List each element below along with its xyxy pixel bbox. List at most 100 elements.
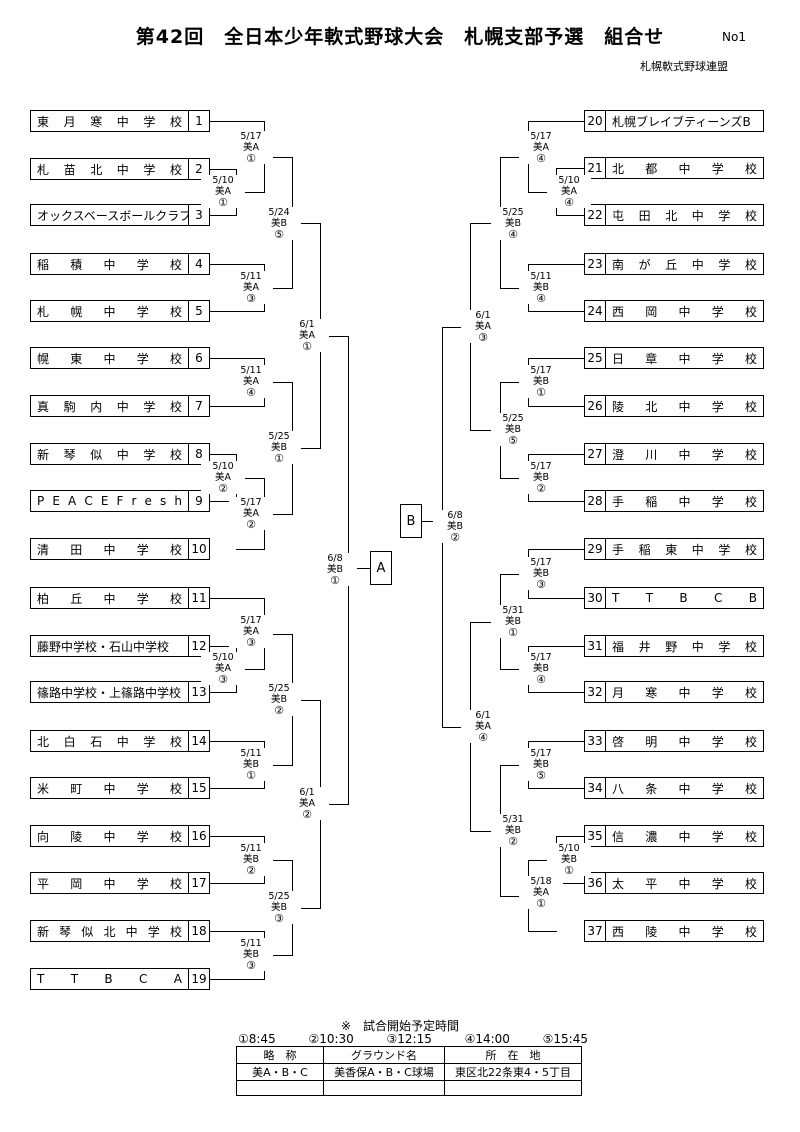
bracket-line [470,223,501,224]
team-name-char: 北 [645,399,658,414]
team-name-char: 校 [744,924,757,939]
bracket-line [528,501,585,502]
match-time: ③ [246,292,256,305]
team-name-char: 中 [678,447,691,462]
bracket-line [210,215,237,216]
match-field: 美B [560,854,578,865]
team-number: 17 [188,873,209,893]
match-date: 5/31 [502,605,524,616]
team-name: 新琴似北中学校 [31,921,188,941]
bracket-line [500,669,529,670]
match-time: ④ [478,731,488,744]
team-name: 屯田北中学校 [606,205,763,225]
team-name-char: e [144,494,152,508]
match-field: 美B [532,568,550,579]
team-name-char: 校 [169,162,182,177]
team-name: 手稲東中学校 [606,539,763,559]
team-name-char: 中 [678,829,691,844]
team-name-char: 平 [645,876,658,891]
team-name: 東月寒中学校 [31,111,188,131]
team-name-char: 校 [744,639,757,654]
team-name: 札苗北中学校 [31,159,188,179]
match-time: ④ [536,292,546,305]
team-name: 平岡中学校 [31,873,188,893]
bracket-line [210,646,237,647]
bracket-line [528,311,585,312]
team-name-char: 真 [37,399,50,414]
match-field: 美B [532,663,550,674]
team-name-char: 琴 [63,447,76,462]
team-name-char: 田 [70,542,83,557]
team-number: 19 [188,969,209,989]
team-name-char: 幌 [37,351,50,366]
team-name-char: 月 [612,685,625,700]
match-date: 5/17 [530,652,552,663]
match-field: 美A [533,887,549,898]
team-name-char: 手 [612,542,625,557]
bracket-line [528,264,585,265]
bracket-line [470,430,501,431]
team-name-char: 中 [691,208,704,223]
team-number: 7 [188,396,209,416]
bracket-line [556,215,585,216]
match-time: ① [536,386,546,399]
bracket-line [320,804,349,805]
team-name: 札幌中学校 [31,301,188,321]
bracket-line [264,765,293,766]
match-time: ② [450,531,460,544]
team-name-char: 学 [711,829,724,844]
team-number: 14 [188,731,209,751]
match-date: 5/17 [530,131,552,142]
match-time: ② [508,835,518,848]
team-name: オックスベースボールクラブB [37,208,188,223]
team-name-char: 校 [744,542,757,557]
team-number: 6 [188,348,209,368]
team-name-char: 学 [711,161,724,176]
team-number: 4 [188,254,209,274]
match-time: ④ [508,228,518,241]
team-name-char: 学 [136,781,149,796]
team-name-char: A [173,972,182,986]
team-name: 幌東中学校 [31,348,188,368]
match-date: 5/25 [502,207,524,218]
team-name-char: 札 [37,162,50,177]
team-name-char: 苗 [63,162,76,177]
match-time: ② [536,482,546,495]
team-number: 23 [585,254,606,274]
team-name-char: 学 [143,447,156,462]
team-name-char: 学 [711,685,724,700]
match-date: 5/25 [502,413,524,424]
team-name-char: 校 [169,876,182,891]
team-name-char: 中 [116,734,129,749]
team-name-char: 学 [143,114,156,129]
team-number: 16 [188,826,209,846]
team-number: 25 [585,348,606,368]
team-name-char: 校 [169,351,182,366]
match-time: ① [564,864,574,877]
team-name-char: 校 [744,161,757,176]
team-name: 福井野中学校 [606,636,763,656]
team-name-char: 寒 [90,114,103,129]
match-field: 美A [243,282,259,293]
team-name: 新琴似中学校 [31,444,188,464]
bracket-line [264,634,293,635]
team-name: 陵北中学校 [606,396,763,416]
match-date: 5/25 [268,683,290,694]
match-date: 5/25 [268,431,290,442]
bracket-line [500,765,529,766]
venue-ground: 美香保A・B・C球場 [323,1063,445,1081]
bracket-line [528,646,585,647]
team-name-char: 積 [70,257,83,272]
